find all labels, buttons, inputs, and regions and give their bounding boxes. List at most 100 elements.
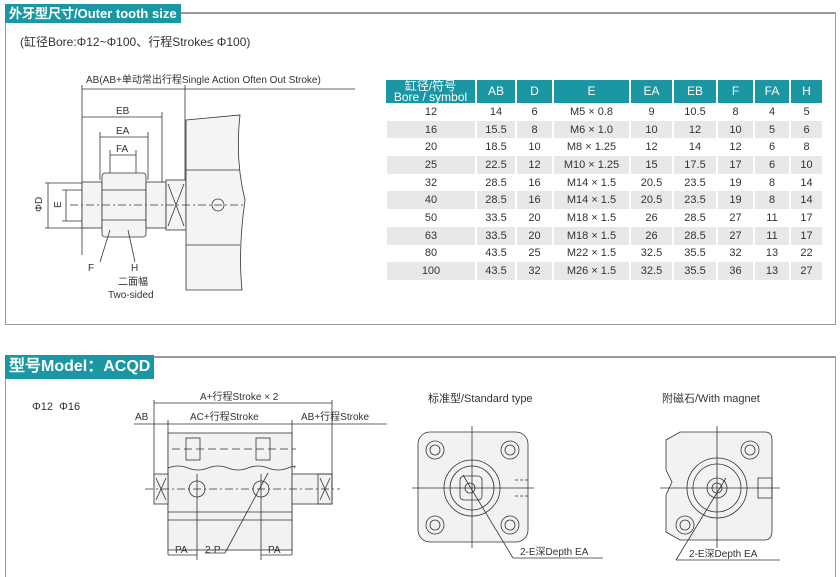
label-pa-right: PA: [268, 545, 281, 556]
section-title-model: 型号Model：ACQD: [5, 355, 155, 379]
table-cell: 63: [385, 226, 476, 245]
label-f: F: [88, 263, 94, 274]
table-cell: 16: [385, 120, 476, 139]
table-cell: 28.5: [475, 191, 516, 210]
table-cell: 25: [385, 156, 476, 174]
table-cell: 14: [789, 191, 822, 210]
table-cell: 20: [385, 138, 476, 157]
table-cell: 10: [716, 120, 754, 139]
table-cell: 23.5: [672, 173, 717, 192]
label-eb: EB: [116, 106, 130, 117]
table-cell: 16: [515, 191, 553, 210]
table-cell: 80: [385, 244, 476, 263]
table-cell: 10: [629, 120, 673, 139]
table-cell: 33.5: [475, 209, 516, 227]
table-cell: 50: [385, 209, 476, 227]
table-cell: 27: [716, 226, 754, 245]
table-cell: 23.5: [672, 191, 717, 210]
table-cell: 11: [753, 209, 790, 227]
label-phi-d: ΦD: [34, 197, 45, 212]
header-ab: AB: [475, 80, 516, 103]
table-cell: 100: [385, 262, 476, 280]
table-cell: 13: [753, 244, 790, 263]
header-fa: FA: [753, 80, 790, 103]
outer-tooth-diagram: AB(AB+单动常出行程Single Action Often Out Stro…: [34, 73, 355, 301]
table-cell: 27: [716, 209, 754, 227]
table-cell: M26 × 1.5: [552, 262, 630, 280]
label-fa: FA: [116, 144, 129, 155]
header-h: H: [789, 80, 822, 103]
label-a-stroke: A+行程Stroke × 2: [200, 390, 279, 403]
with-magnet-title: 附磁石/With magnet: [662, 393, 760, 405]
table-cell: 6: [789, 120, 822, 139]
section-title-outer-tooth: 外牙型尺寸/Outer tooth size: [5, 4, 181, 23]
table-cell: 12: [716, 138, 754, 157]
label-h: H: [131, 263, 138, 274]
table-cell: 8: [515, 120, 553, 139]
table-cell: 19: [716, 191, 754, 210]
standard-callout: 2-E深Depth EA: [520, 546, 589, 558]
table-cell: M14 × 1.5: [552, 191, 630, 210]
table-cell: 43.5: [475, 244, 516, 263]
table-cell: M10 × 1.25: [552, 156, 630, 174]
table-cell: 32.5: [629, 244, 673, 263]
table-cell: 5: [789, 103, 822, 121]
table-cell: 19: [716, 173, 754, 192]
table-cell: 17.5: [672, 156, 717, 174]
table-cell: 13: [753, 262, 790, 280]
table-cell: M6 × 1.0: [552, 120, 630, 139]
table-cell: 17: [716, 156, 754, 174]
side-view-diagram: A+行程Stroke × 2 AB AC+行程Stroke AB+行程Strok…: [134, 390, 387, 560]
table-cell: 14: [789, 173, 822, 192]
table-cell: 26: [629, 209, 673, 227]
table-cell: 6: [753, 156, 790, 174]
table-cell: 6: [515, 103, 553, 121]
label-two-sided-en: Two-sided: [108, 290, 154, 301]
table-cell: 26: [629, 226, 673, 245]
header-e: E: [552, 80, 630, 103]
table-cell: 10: [515, 138, 553, 157]
header-f: F: [716, 80, 754, 103]
table-cell: 40: [385, 191, 476, 210]
header-ea: EA: [629, 80, 673, 103]
label-ab-stroke: AB+行程Stroke: [301, 410, 370, 423]
table-cell: 32: [385, 173, 476, 192]
table-cell: 20: [515, 226, 553, 245]
magnet-callout: 2-E深Depth EA: [689, 548, 758, 560]
table-cell: 16: [515, 173, 553, 192]
table-cell: 4: [753, 103, 790, 121]
table-cell: 20: [515, 209, 553, 227]
table-cell: 32: [716, 244, 754, 263]
table-cell: 8: [789, 138, 822, 157]
table-cell: 25: [515, 244, 553, 263]
table-cell: 17: [789, 226, 822, 245]
table-cell: 6: [753, 138, 790, 157]
table-cell: 12: [385, 103, 476, 121]
label-pa-left: PA: [175, 545, 188, 556]
table-cell: 32.5: [629, 262, 673, 280]
table-cell: 9: [629, 103, 673, 121]
table-cell: M14 × 1.5: [552, 173, 630, 192]
label-2p: 2-P: [205, 545, 221, 556]
label-ac-stroke: AC+行程Stroke: [190, 410, 259, 423]
table-cell: M5 × 0.8: [552, 103, 630, 121]
table-cell: 15: [629, 156, 673, 174]
standard-type-title: 标准型/Standard type: [428, 393, 533, 405]
table-cell: 22.5: [475, 156, 516, 174]
table-cell: 22: [789, 244, 822, 263]
table-cell: 33.5: [475, 226, 516, 245]
label-ea: EA: [116, 126, 130, 137]
